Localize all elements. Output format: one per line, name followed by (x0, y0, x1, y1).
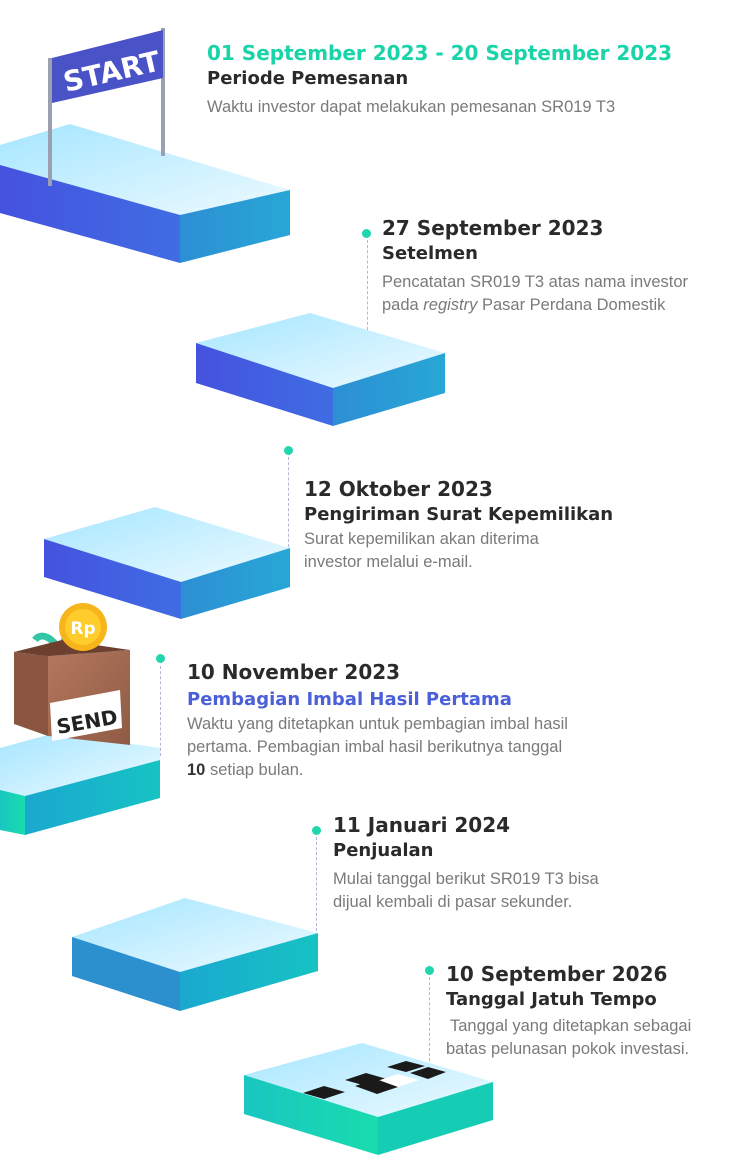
send-box: SEND Rp (14, 603, 130, 745)
step-date: 01 September 2023 - 20 September 2023 (207, 41, 673, 65)
step-description: Pencatatan SR019 T3 atas nama investor p… (382, 273, 689, 314)
timeline-connector (288, 457, 289, 547)
step-description: Waktu yang ditetapkan untuk pembagian im… (187, 715, 568, 779)
step-description: Waktu investor dapat melakukan pemesanan… (207, 98, 616, 116)
platform-5 (72, 898, 318, 1011)
timeline-dot (312, 826, 321, 835)
coin-label: Rp (70, 619, 95, 639)
step-pengiriman-surat: 12 Oktober 2023 Pengiriman Surat Kepemil… (304, 476, 613, 574)
timeline-connector (367, 240, 368, 330)
platform-2 (196, 313, 445, 426)
timeline-connector (316, 837, 317, 931)
step-periode-pemesanan: 01 September 2023 - 20 September 2023 Pe… (207, 40, 672, 119)
step-description: Tanggal yang ditetapkan sebagai batas pe… (446, 1017, 692, 1058)
timeline-dot (362, 229, 371, 238)
step-title: Pengiriman Surat Kepemilikan (304, 504, 614, 525)
timeline-dot (284, 446, 293, 455)
platform-4 (0, 733, 160, 835)
step-jatuh-tempo: 10 September 2026 Tanggal Jatuh Tempo Ta… (446, 961, 691, 1061)
step-setelmen: 27 September 2023 Setelmen Pencatatan SR… (382, 215, 688, 317)
step-description: Surat kepemilikan akan diterima investor… (304, 530, 539, 571)
step-date: 27 September 2023 (382, 216, 604, 240)
step-date: 12 Oktober 2023 (304, 477, 493, 501)
step-title: Periode Pemesanan (207, 68, 409, 89)
step-date: 10 September 2026 (446, 962, 668, 986)
platform-start (0, 124, 290, 263)
platform-finish (244, 1043, 493, 1155)
step-title: Penjualan (333, 840, 434, 861)
step-date: 10 November 2023 (187, 660, 401, 684)
step-title: Setelmen (382, 243, 478, 264)
coin-icon: Rp (59, 603, 107, 651)
step-title: Tanggal Jatuh Tempo (446, 989, 657, 1010)
step-penjualan: 11 Januari 2024 Penjualan Mulai tanggal … (333, 812, 599, 914)
timeline-dot (425, 966, 434, 975)
timeline-dot (156, 654, 165, 663)
timeline-connector (160, 666, 161, 756)
timeline-connector (429, 977, 430, 1061)
step-title: Pembagian Imbal Hasil Pertama (187, 689, 512, 710)
finish-line-checkers (303, 1061, 446, 1099)
step-description: Mulai tanggal berikut SR019 T3 bisa diju… (333, 870, 599, 911)
step-imbal-hasil-pertama: 10 November 2023 Pembagian Imbal Hasil P… (187, 659, 568, 782)
platform-3 (44, 507, 290, 619)
step-date: 11 Januari 2024 (333, 813, 511, 837)
